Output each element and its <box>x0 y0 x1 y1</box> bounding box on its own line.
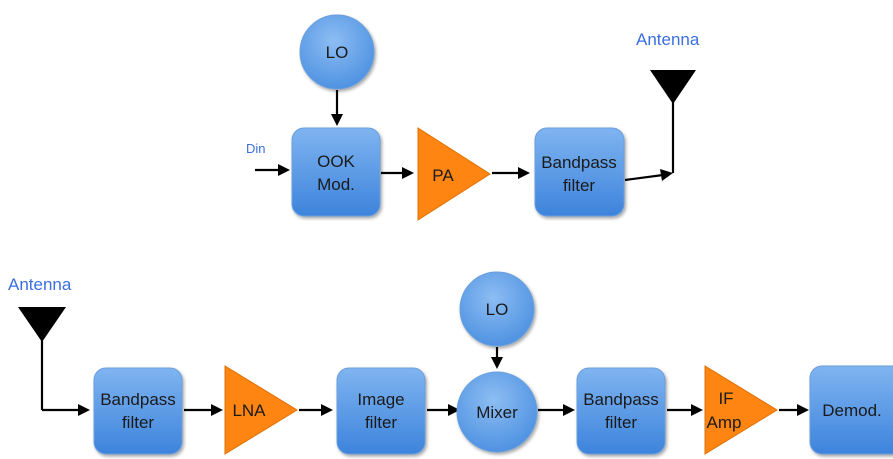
tx-lo-label: LO <box>326 43 349 62</box>
rx-ifamp-demod-arrowhead <box>797 404 809 416</box>
rx-bpf2-ifamp-arrowhead <box>691 404 703 416</box>
rx-bpf1-label-line1: Bandpass <box>100 390 176 409</box>
rx-mixer-bpf2-arrowhead <box>563 404 575 416</box>
tx-power-amplifier: PA <box>417 127 491 221</box>
rx-bpf1-lna-arrowhead <box>211 404 223 416</box>
rx-demod-label: Demod. <box>822 401 882 420</box>
rx-if-amplifier: IF Amp <box>704 365 778 455</box>
rx-demodulator-block: Demod. <box>809 365 893 455</box>
rx-lo-oscillator: LO <box>459 271 535 347</box>
rx-image-mixer-arrowhead <box>448 404 460 416</box>
rx-image-label-line2: filter <box>365 413 397 432</box>
rx-antenna-icon <box>18 307 66 342</box>
rx-bandpass-filter-1-block: Bandpass filter <box>93 367 183 455</box>
tx-bpf-antenna-arrowhead <box>660 169 673 181</box>
tx-bandpass-filter-block: Bandpass filter <box>534 127 625 217</box>
rx-mixer-label: Mixer <box>476 403 518 422</box>
rx-image-label-line1: Image <box>357 390 404 409</box>
rx-bpf1-label-line2: filter <box>122 413 154 432</box>
rx-lo-label: LO <box>486 300 509 319</box>
rx-bpf2-label-line1: Bandpass <box>583 390 659 409</box>
tx-lo-oscillator: LO <box>299 14 375 90</box>
transmitter-chain: LO Din OOK Mod. PA Bandpass filter <box>246 14 700 221</box>
rx-lna-image-arrowhead <box>321 404 333 416</box>
rx-mixer: Mixer <box>456 371 538 453</box>
receiver-chain: Antenna Bandpass filter LNA Image filter <box>8 271 893 455</box>
tx-din-label: Din <box>246 141 266 156</box>
rx-lo-arrowhead <box>491 357 503 369</box>
rx-antenna-bpf-arrowhead <box>78 404 90 416</box>
tx-bpf-antenna-arrow <box>624 173 664 182</box>
rx-if-label-line1: IF <box>718 389 733 408</box>
tx-din-arrowhead <box>278 164 290 176</box>
rx-bandpass-filter-2-block: Bandpass filter <box>576 367 666 455</box>
tx-antenna-label: Antenna <box>636 30 700 49</box>
tx-pa-bpf-arrowhead <box>518 167 530 179</box>
tx-antenna-icon <box>650 70 696 104</box>
tx-pa-label: PA <box>432 166 454 185</box>
tx-ook-modulator-block: OOK Mod. <box>291 127 381 217</box>
rx-image-filter-block: Image filter <box>336 367 426 455</box>
tx-ook-label-line2: Mod. <box>317 175 355 194</box>
tx-bpf-label-line1: Bandpass <box>541 153 617 172</box>
tx-ook-pa-arrowhead <box>402 167 414 179</box>
rx-lna-label: LNA <box>232 401 266 420</box>
rx-antenna-label: Antenna <box>8 275 72 294</box>
rx-bpf2-label-line2: filter <box>605 413 637 432</box>
tx-bpf-label-line2: filter <box>563 176 595 195</box>
tx-lo-arrowhead <box>331 114 343 126</box>
tx-ook-label-line1: OOK <box>317 152 355 171</box>
rx-if-label-line2: Amp <box>707 413 742 432</box>
rx-lna-amplifier: LNA <box>224 365 298 455</box>
